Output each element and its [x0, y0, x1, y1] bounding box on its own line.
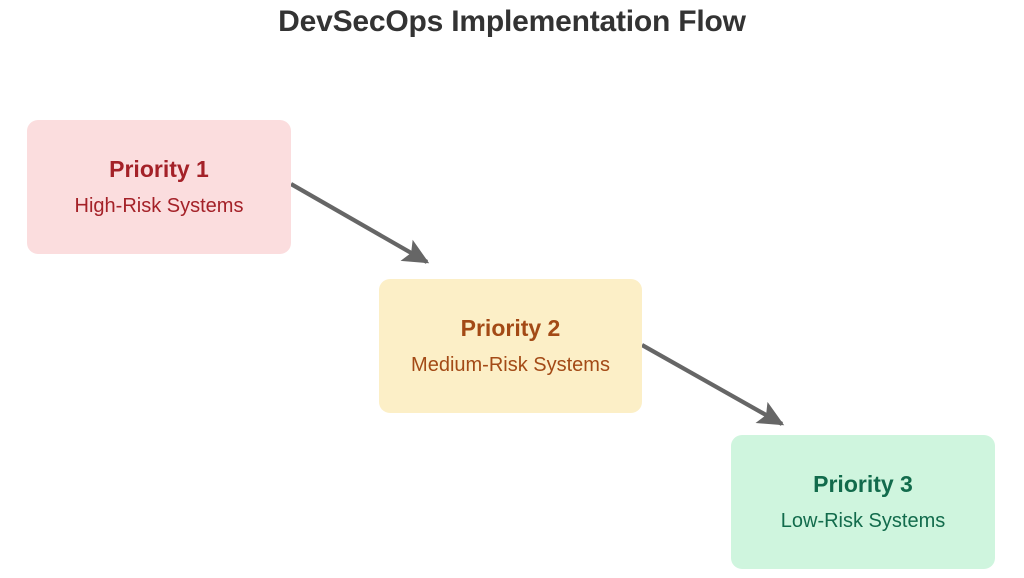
edge-priority1-to-priority2: [289, 182, 430, 264]
node-priority-1-subtitle: High-Risk Systems: [74, 195, 244, 218]
node-priority-2[interactable]: Priority 2 Medium-Risk Systems: [379, 279, 642, 413]
node-priority-1-title: Priority 1: [109, 155, 209, 182]
node-priority-3[interactable]: Priority 3 Low-Risk Systems: [731, 435, 995, 569]
node-priority-3-subtitle: Low-Risk Systems: [780, 510, 946, 533]
node-priority-1[interactable]: Priority 1 High-Risk Systems: [27, 120, 291, 254]
page-title: DevSecOps Implementation Flow: [278, 5, 746, 38]
node-priority-2-title: Priority 2: [460, 314, 561, 341]
edge-priority2-to-priority3: [640, 343, 785, 426]
node-priority-2-subtitle: Medium-Risk Systems: [411, 354, 610, 377]
node-priority-3-title: Priority 3: [813, 470, 913, 497]
